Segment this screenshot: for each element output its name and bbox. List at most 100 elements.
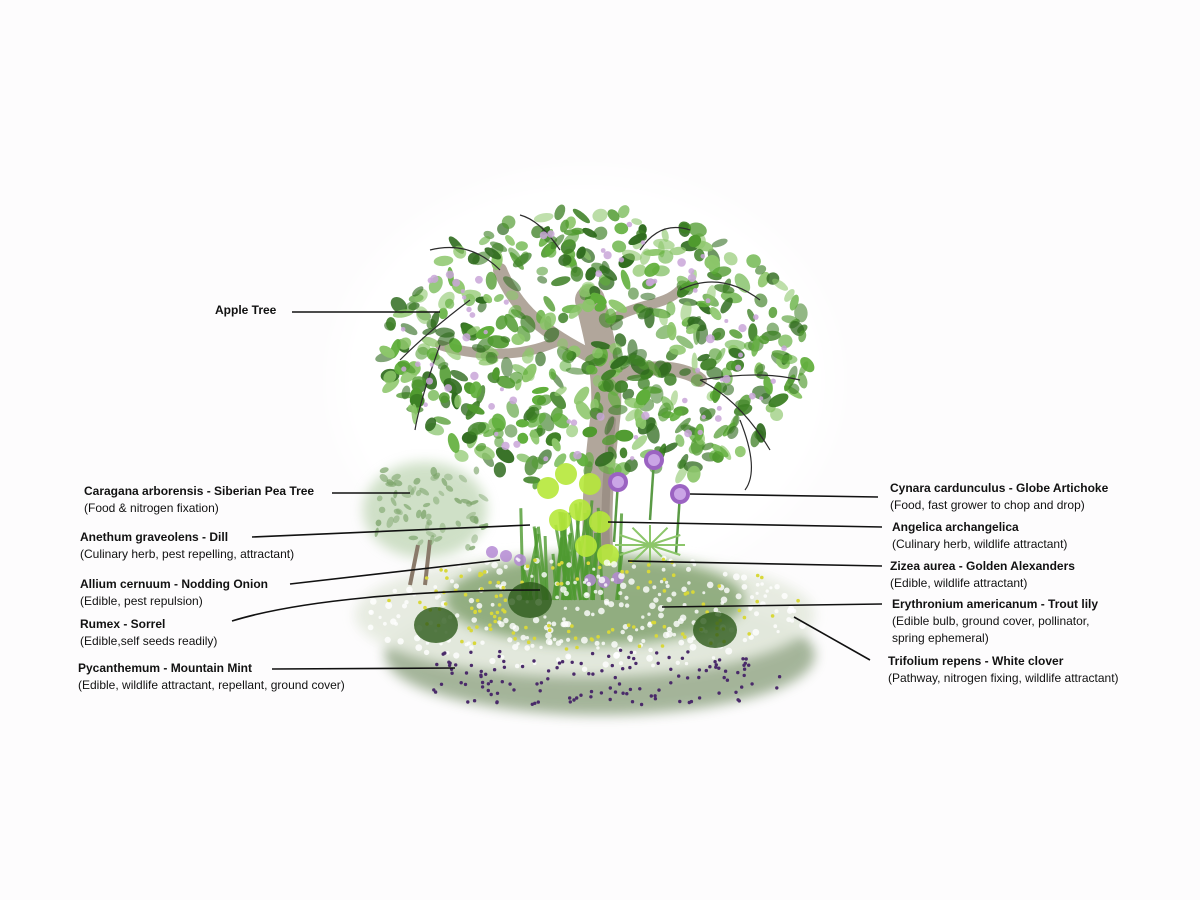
mountain-mint-flower — [632, 656, 636, 661]
golden-alexander-flower — [496, 580, 501, 585]
clover-flower — [740, 574, 748, 581]
golden-alexander-flower — [478, 573, 482, 578]
clover-flower — [604, 583, 608, 587]
pea-tree-leaf — [390, 497, 397, 507]
clover-flower — [467, 567, 472, 572]
pea-tree-leaf — [391, 473, 401, 481]
clover-flower — [383, 621, 387, 626]
pea-tree-leaf — [378, 506, 386, 514]
apple-leaf — [669, 409, 683, 422]
apple-leaf — [415, 306, 430, 324]
golden-alexander-flower — [472, 641, 477, 645]
apple-leaf — [479, 236, 491, 246]
golden-alexander-flower — [755, 573, 760, 578]
apple-leaf — [494, 436, 504, 448]
mountain-mint-flower — [608, 697, 612, 702]
clover-flower — [476, 602, 483, 609]
apple-leaf — [390, 297, 408, 314]
apple-leaf — [713, 424, 729, 439]
clover-flower — [689, 643, 697, 651]
clover-flower — [684, 661, 689, 666]
clover-flower — [725, 647, 733, 655]
mountain-mint-flower — [546, 677, 550, 681]
mountain-mint-flower — [680, 656, 685, 660]
mountain-mint-flower — [736, 670, 740, 675]
mountain-mint-flower — [638, 687, 642, 691]
rumex-name: Rumex - Sorrel — [80, 617, 166, 631]
label-erythronium: Erythronium americanum - Trout lily (Edi… — [892, 596, 1098, 647]
clover-flower — [750, 595, 754, 600]
clover-flower — [566, 654, 571, 660]
mountain-mint-flower — [686, 650, 690, 654]
clover-flower — [532, 616, 540, 624]
clover-flower — [530, 643, 535, 648]
apple-leaf — [748, 323, 758, 342]
label-apple-tree: Apple Tree — [215, 302, 276, 319]
pea-tree-leaf — [375, 519, 382, 527]
clover-flower — [397, 638, 404, 645]
pea-tree-leaf — [392, 515, 400, 524]
pea-tree-leaf — [471, 534, 478, 544]
apple-blossom — [626, 221, 633, 228]
apple-leaf — [572, 208, 590, 224]
golden-alexander-flower — [423, 605, 427, 610]
clover-flower — [581, 636, 588, 644]
apple-leaf — [438, 392, 450, 404]
mountain-mint-flower — [734, 690, 738, 694]
mountain-mint-flower — [579, 693, 583, 697]
leader-pycanthemum — [271, 667, 456, 670]
apple-leaf — [493, 428, 504, 439]
clover-flower — [496, 568, 503, 575]
apple-blossom — [688, 268, 695, 275]
clover-flower — [514, 663, 520, 669]
apple-leaf — [622, 388, 635, 400]
golden-alexander-flower — [532, 636, 537, 641]
clover-flower — [582, 580, 587, 584]
clover-flower — [545, 632, 552, 639]
clover-flower — [530, 574, 534, 578]
golden-alexander-flower — [488, 627, 493, 631]
apple-leaf — [551, 438, 561, 452]
golden-alexander-flower — [742, 615, 747, 620]
erythronium-desc-2: spring ephemeral) — [892, 631, 989, 645]
apple-leaf — [754, 293, 768, 308]
golden-alexander-flower — [597, 565, 602, 570]
apple-leaf — [604, 308, 617, 325]
apple-blossom — [748, 392, 756, 400]
mountain-mint-flower — [498, 649, 502, 654]
mountain-mint-flower — [560, 660, 565, 664]
apple-blossom — [705, 298, 711, 304]
mountain-mint-flower — [777, 675, 782, 679]
mountain-mint-flower — [689, 699, 694, 704]
clover-flower — [672, 563, 676, 567]
apple-blossom — [722, 375, 731, 384]
apple-twig — [699, 374, 801, 381]
caragana-desc: (Food & nitrogen fixation) — [84, 501, 219, 515]
apple-leaf — [627, 374, 649, 382]
apple-leaf — [558, 312, 569, 324]
apple-leaf — [755, 265, 767, 275]
mountain-mint-flower — [655, 651, 659, 655]
mountain-mint-flower — [704, 668, 708, 673]
dill-flower-head — [555, 463, 577, 485]
clover-flower — [596, 574, 601, 579]
clover-flower — [618, 572, 625, 580]
apple-twig — [519, 214, 561, 251]
clover-flower — [466, 641, 471, 646]
clover-flower — [624, 595, 629, 600]
apple-leaf — [582, 298, 595, 313]
mountain-mint-flower — [502, 659, 506, 664]
clover-flower — [491, 561, 498, 569]
apple-leaf — [467, 421, 487, 436]
apple-leaf — [658, 309, 668, 326]
pea-tree-leaf — [379, 467, 389, 474]
pea-tree-leaf — [419, 487, 430, 496]
clover-flower — [666, 626, 672, 633]
apple-blossom — [470, 371, 479, 381]
apple-leaf — [688, 222, 707, 237]
clover-flower — [672, 632, 677, 637]
apple-tree-name: Apple Tree — [215, 303, 277, 317]
clover-flower — [666, 596, 672, 603]
apple-leaf — [575, 400, 592, 420]
apple-leaf — [614, 333, 627, 347]
